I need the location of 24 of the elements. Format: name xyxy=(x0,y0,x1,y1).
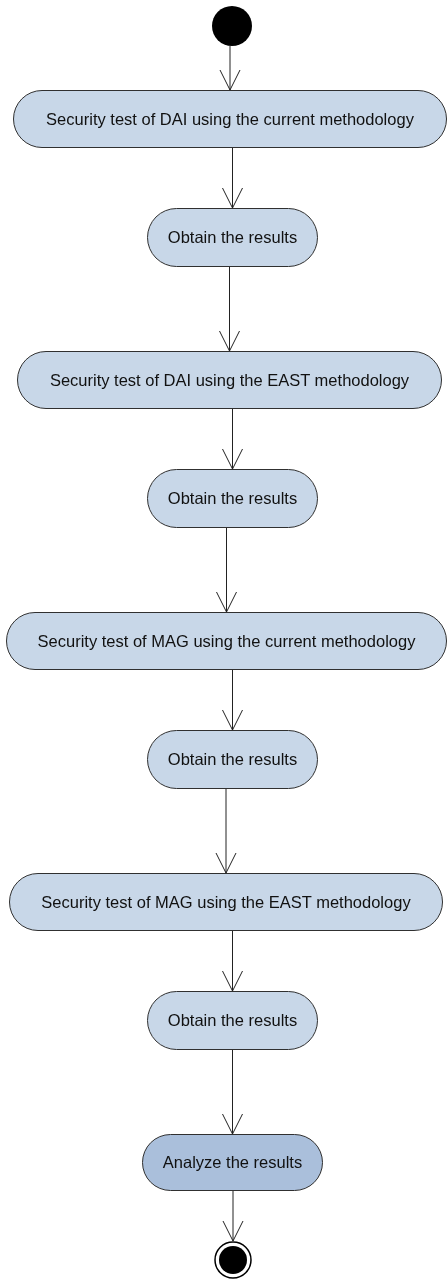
action-label: Security test of DAI using the current methodology xyxy=(46,109,414,129)
initial-node xyxy=(212,6,252,46)
arrow xyxy=(222,147,243,209)
arrow xyxy=(222,669,243,731)
arrow xyxy=(222,1049,243,1135)
final-node xyxy=(214,1241,252,1279)
arrow xyxy=(215,788,237,874)
action-label: Obtain the results xyxy=(167,228,298,247)
arrow xyxy=(222,930,243,992)
action-node xyxy=(13,90,447,148)
arrow xyxy=(216,527,237,613)
action-label: Obtain the results xyxy=(167,489,298,508)
action-label: Security test of DAI using the EAST methodology xyxy=(49,370,410,390)
arrow xyxy=(219,45,241,91)
action-label: Analyze the results xyxy=(162,1153,303,1172)
action-label: Obtain the results xyxy=(167,750,298,769)
arrow xyxy=(222,1190,244,1242)
action-label: Obtain the results xyxy=(167,1011,298,1030)
arrow xyxy=(222,408,243,470)
action-label: Security test of MAG using the EAST methodology xyxy=(41,892,411,912)
action-node xyxy=(142,1134,323,1191)
action-node xyxy=(6,612,447,670)
action-label: Security test of MAG using the current methodology xyxy=(37,631,416,651)
arrow xyxy=(219,266,240,352)
